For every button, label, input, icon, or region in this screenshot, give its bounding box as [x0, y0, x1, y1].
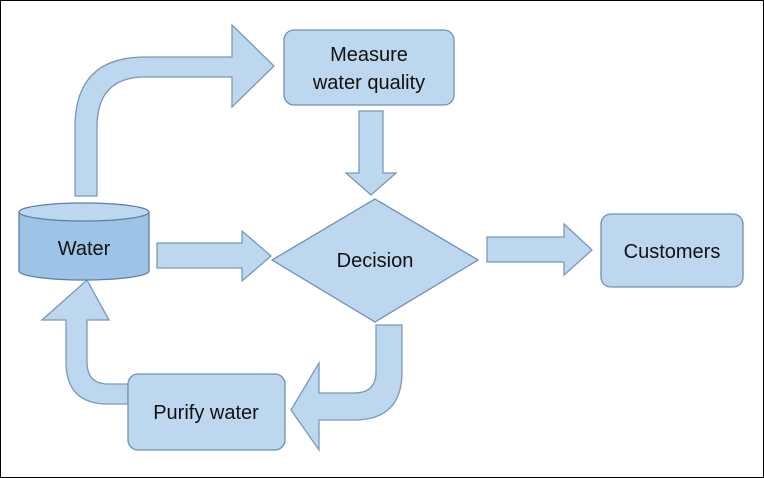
- arrow-water-to-decision: [156, 229, 272, 283]
- purify-label: Purify water: [153, 402, 259, 424]
- arrow-decision-to-purify: [290, 324, 403, 453]
- measure-label-line2: water quality: [312, 72, 425, 94]
- customers-box: Customers: [600, 213, 744, 288]
- decision-label: Decision: [337, 250, 414, 272]
- arrow-decision-to-customers: [486, 222, 593, 277]
- purify-box: Purify water: [127, 373, 286, 451]
- arrow-purify-to-water: [40, 278, 129, 405]
- measure-box: Measure water quality: [283, 29, 455, 106]
- arrow-water-to-measure: [74, 23, 275, 197]
- arrow-measure-to-decision: [344, 110, 398, 196]
- water-tank: Water: [18, 202, 150, 281]
- customers-label: Customers: [624, 241, 721, 263]
- water-label: Water: [58, 238, 111, 260]
- measure-label-line1: Measure: [330, 44, 408, 66]
- decision-diamond: Decision: [270, 198, 480, 323]
